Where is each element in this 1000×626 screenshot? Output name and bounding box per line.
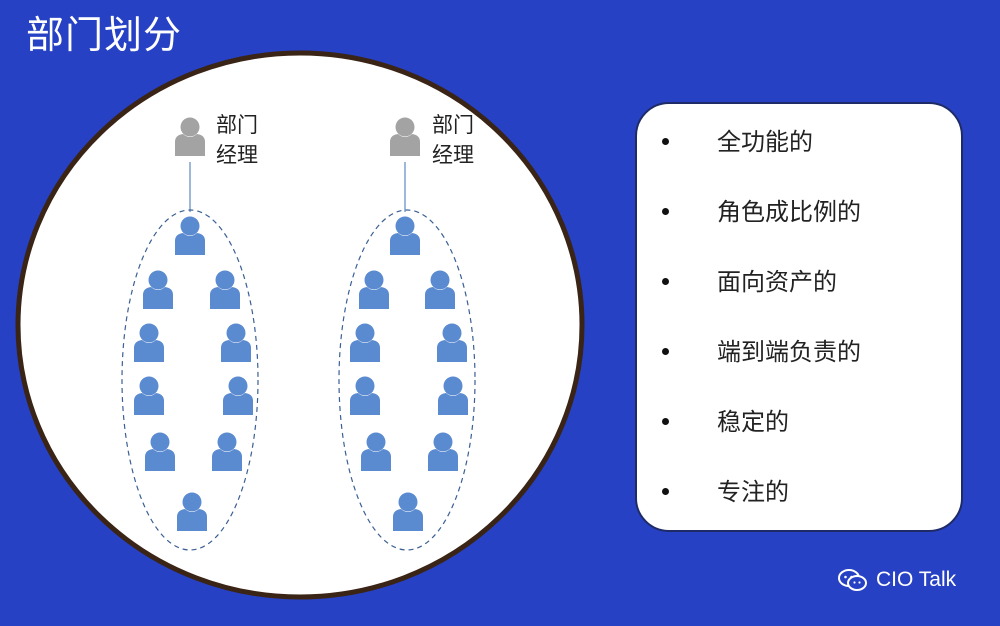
bullet-icon — [662, 278, 669, 285]
watermark: CIO Talk — [838, 568, 956, 592]
list-item: 端到端负责的 — [637, 332, 961, 402]
list-item-text: 角色成比例的 — [717, 198, 861, 226]
bullet-icon — [662, 138, 669, 145]
list-item: 面向资产的 — [637, 262, 961, 332]
manager-label-line2: 经理 — [432, 143, 474, 167]
list-item: 稳定的 — [637, 402, 961, 472]
characteristics-list: 全功能的 角色成比例的 面向资产的 端到端负责的 稳定的 专注的 — [637, 104, 961, 542]
list-item-text: 全功能的 — [717, 128, 813, 156]
bullet-icon — [662, 418, 669, 425]
bullet-icon — [662, 348, 669, 355]
list-item-text: 端到端负责的 — [717, 338, 861, 366]
list-item-text: 专注的 — [717, 478, 789, 506]
manager-label-line2: 经理 — [216, 143, 258, 167]
list-item: 全功能的 — [637, 122, 961, 192]
bullet-icon — [662, 208, 669, 215]
team-boundary — [121, 209, 259, 551]
team-boundary — [338, 209, 476, 551]
wechat-icon — [838, 569, 867, 591]
manager-label-line1: 部门 — [216, 113, 258, 137]
list-item-text: 面向资产的 — [717, 268, 837, 296]
slide-title: 部门划分 — [26, 13, 183, 57]
manager-label: 部门 经理 — [432, 110, 474, 170]
department-group-2 — [338, 117, 476, 551]
department-circle — [15, 50, 585, 600]
manager-label: 部门 经理 — [216, 110, 258, 170]
list-item: 专注的 — [637, 472, 961, 542]
list-item-text: 稳定的 — [717, 408, 789, 436]
department-group-1 — [121, 117, 259, 551]
watermark-text: CIO Talk — [876, 568, 957, 591]
manager-label-line1: 部门 — [432, 113, 474, 137]
bullet-icon — [662, 488, 669, 495]
characteristics-panel: 全功能的 角色成比例的 面向资产的 端到端负责的 稳定的 专注的 — [635, 102, 963, 532]
list-item: 角色成比例的 — [637, 192, 961, 262]
